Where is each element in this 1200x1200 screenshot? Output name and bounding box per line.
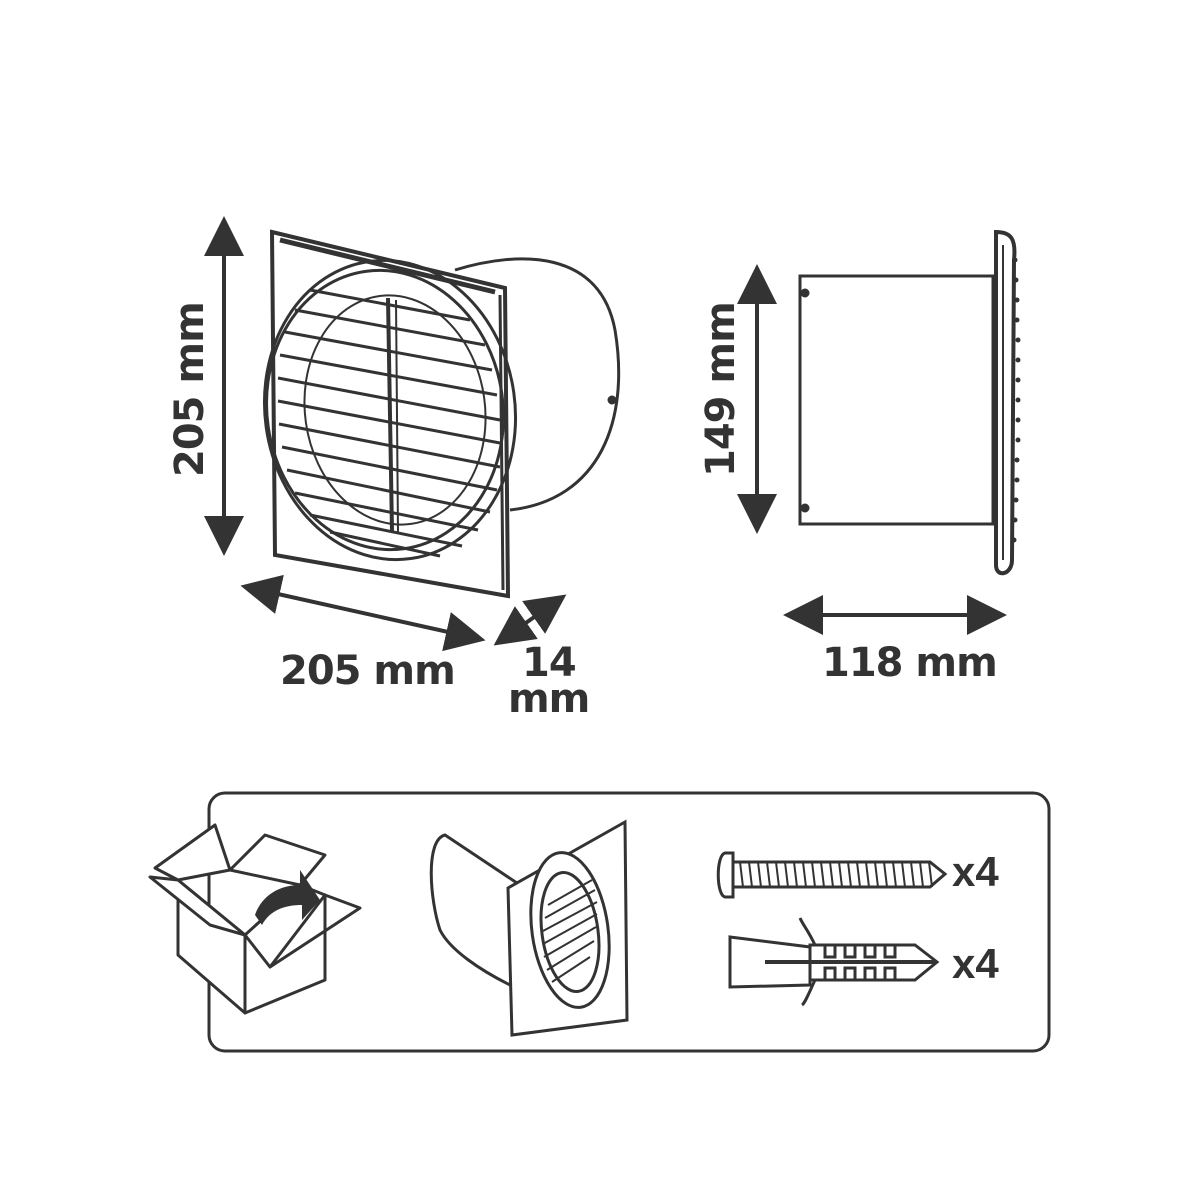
- side-duct-length-label: 118 mm: [822, 640, 998, 686]
- side-fan-drawing: [798, 229, 1021, 576]
- front-depth-label-unit: mm: [508, 676, 590, 722]
- front-width-label: 205 mm: [280, 648, 456, 694]
- wall-plug-quantity: x4: [952, 940, 999, 987]
- dimension-arrows-side: [737, 264, 1007, 635]
- side-duct-diameter-label: 149 mm: [698, 302, 744, 477]
- fan-icon: [429, 819, 629, 1037]
- dimension-arrows-front: [204, 216, 567, 652]
- screw-quantity: x4: [952, 848, 999, 895]
- screw-icon: [716, 851, 948, 899]
- wall-plug-icon: [728, 917, 940, 1007]
- front-depth-label-value: 14: [522, 640, 577, 686]
- open-box-icon: [148, 823, 362, 1015]
- front-height-label: 205 mm: [167, 302, 213, 477]
- front-fan-drawing: [262, 229, 621, 599]
- package-contents-panel: [207, 791, 1051, 1053]
